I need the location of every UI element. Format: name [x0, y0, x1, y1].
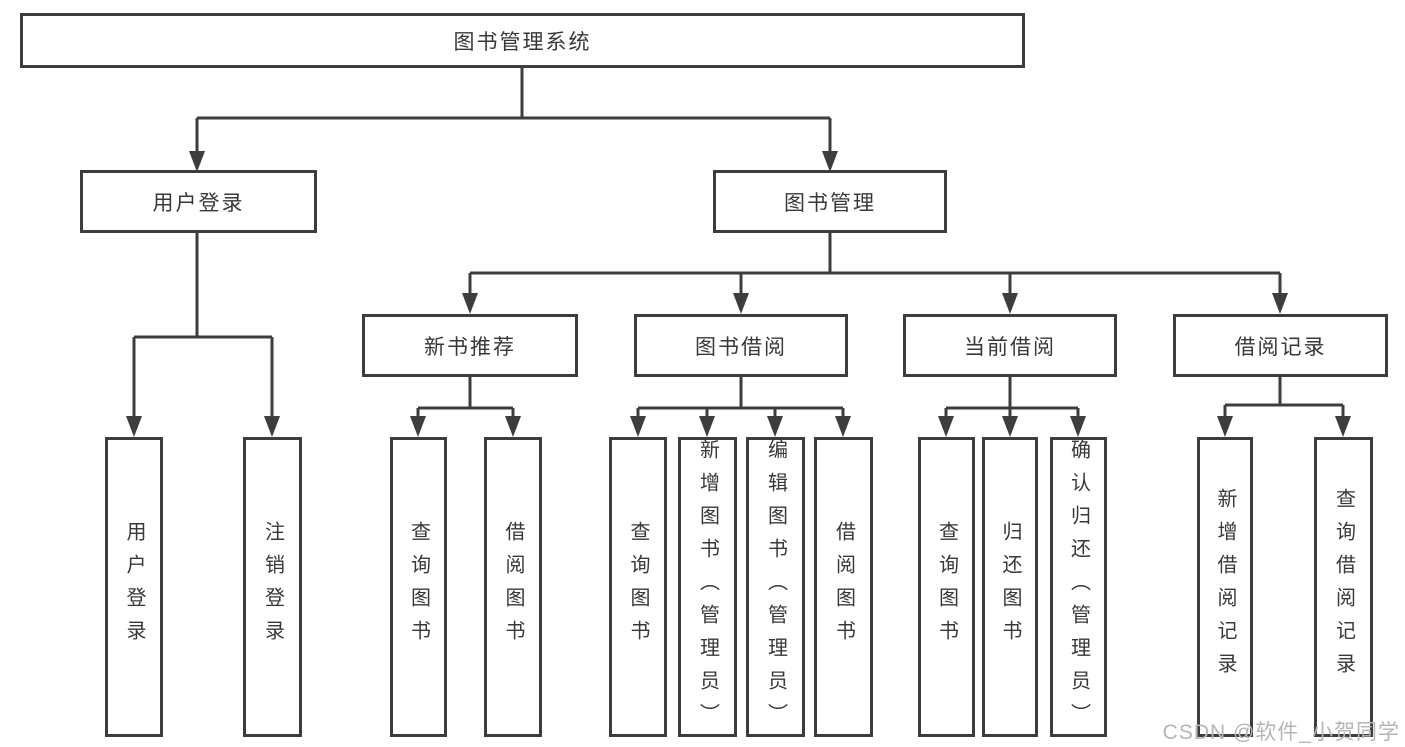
- node-label: 图书管理系统: [453, 30, 592, 54]
- node-label: 编辑图书（管理员）: [764, 438, 787, 736]
- node-label: 借阅图书: [502, 521, 524, 653]
- node-leaf-edit-books-admin: 编辑图书（管理员）: [746, 437, 805, 737]
- csdn-watermark: CSDN @软件_小贺同学: [1162, 721, 1400, 744]
- node-label: 新增借阅记录: [1214, 488, 1236, 686]
- node-leaf-user-login: 用户登录: [105, 437, 163, 737]
- node-leaf-query-borrow-record: 查询借阅记录: [1314, 437, 1373, 737]
- node-label: 图书管理: [784, 191, 876, 215]
- node-label: 借阅记录: [1234, 335, 1327, 359]
- arrowheads: [126, 151, 1351, 437]
- node-label: 借阅图书: [832, 521, 855, 653]
- node-leaf-return-books: 归还图书: [982, 437, 1038, 737]
- node-leaf-add-borrow-record: 新增借阅记录: [1197, 437, 1253, 737]
- node-label: 当前借阅: [964, 335, 1056, 359]
- node-label: 归还图书: [999, 521, 1021, 653]
- connector-paths: [132, 68, 1345, 417]
- node-borrow-records: 借阅记录: [1173, 314, 1388, 377]
- node-leaf-borrow-books-2: 借阅图书: [814, 437, 873, 737]
- node-new-book-recommend: 新书推荐: [362, 314, 578, 377]
- node-book-management: 图书管理: [713, 170, 947, 233]
- node-label: 用户登录: [152, 191, 245, 215]
- node-label: 图书借阅: [695, 335, 787, 359]
- node-book-borrowing: 图书借阅: [634, 314, 848, 377]
- node-label: 注销登录: [261, 521, 284, 653]
- node-label: 新书推荐: [424, 335, 516, 359]
- node-library-system: 图书管理系统: [20, 13, 1025, 68]
- node-user-login: 用户登录: [80, 170, 317, 233]
- node-leaf-confirm-return-admin: 确认归还（管理员）: [1050, 437, 1107, 737]
- node-label: 用户登录: [123, 521, 145, 653]
- node-leaf-borrow-books: 借阅图书: [484, 437, 542, 737]
- node-label: 查询借阅记录: [1332, 488, 1355, 686]
- node-label: 新增图书（管理员）: [696, 438, 719, 736]
- node-leaf-logout: 注销登录: [243, 437, 302, 737]
- node-current-borrowing: 当前借阅: [903, 314, 1117, 377]
- node-leaf-query-books-2: 查询图书: [609, 437, 667, 737]
- node-leaf-add-books-admin: 新增图书（管理员）: [678, 437, 737, 737]
- node-leaf-query-books: 查询图书: [390, 437, 447, 737]
- node-label: 查询图书: [935, 521, 958, 653]
- node-label: 确认归还（管理员）: [1067, 438, 1090, 736]
- node-label: 查询图书: [407, 521, 430, 653]
- node-label: 查询图书: [627, 521, 649, 653]
- node-leaf-query-books-3: 查询图书: [918, 437, 975, 737]
